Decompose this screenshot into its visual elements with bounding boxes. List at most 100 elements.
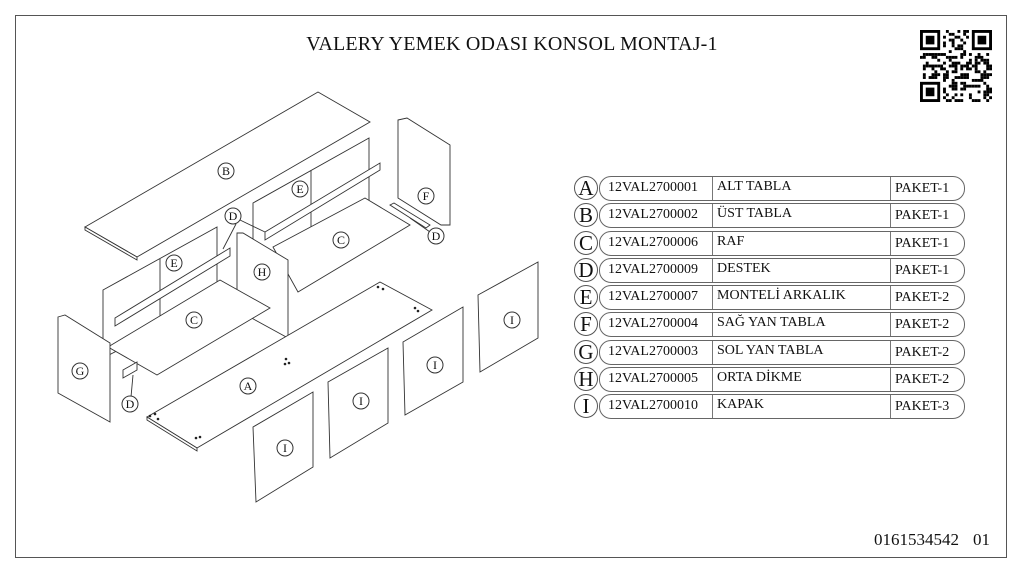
part-letter: D bbox=[574, 257, 598, 282]
callout-f: F bbox=[417, 187, 435, 205]
footer: 0161534542 01 bbox=[860, 530, 990, 550]
svg-text:I: I bbox=[510, 313, 514, 327]
part-letter: F bbox=[574, 312, 598, 337]
part-name: ORTA DİKME bbox=[712, 368, 891, 392]
part-package: PAKET-1 bbox=[890, 204, 949, 228]
callout-b: B bbox=[217, 162, 235, 180]
part-package: PAKET-2 bbox=[890, 313, 949, 337]
part-row-box: 12VAL2700001 ALT TABLA PAKET-1 bbox=[599, 176, 965, 201]
qr-code-icon bbox=[920, 30, 992, 102]
part-code: 12VAL2700005 bbox=[608, 371, 698, 387]
page-title: VALERY YEMEK ODASI KONSOL MONTAJ-1 bbox=[306, 33, 718, 55]
svg-text:D: D bbox=[432, 229, 441, 243]
callout-d-right: D bbox=[427, 227, 445, 245]
parts-list-row: F 12VAL2700004 SAĞ YAN TABLA PAKET-2 bbox=[574, 311, 968, 338]
parts-list-row: G 12VAL2700003 SOL YAN TABLA PAKET-2 bbox=[574, 339, 968, 366]
part-letter: G bbox=[574, 339, 598, 364]
part-name: DESTEK bbox=[712, 258, 891, 282]
part-package: PAKET-3 bbox=[890, 395, 949, 419]
callout-e-right: E bbox=[291, 180, 309, 198]
svg-text:I: I bbox=[433, 358, 437, 372]
part-row-box: 12VAL2700004 SAĞ YAN TABLA PAKET-2 bbox=[599, 312, 965, 338]
part-code: 12VAL2700002 bbox=[608, 207, 698, 223]
part-row-box: 12VAL2700007 MONTELİ ARKALIK PAKET-2 bbox=[599, 285, 965, 311]
part-c-shelf-left bbox=[107, 279, 271, 376]
part-letter: H bbox=[574, 367, 598, 392]
part-row-box: 12VAL2700002 ÜST TABLA PAKET-1 bbox=[599, 203, 965, 229]
svg-text:B: B bbox=[222, 164, 230, 178]
part-code: 12VAL2700006 bbox=[608, 234, 698, 250]
callout-d-top: D bbox=[224, 207, 242, 225]
svg-text:G: G bbox=[76, 364, 85, 378]
page-border bbox=[15, 15, 1007, 558]
callout-d-bottom: D bbox=[121, 395, 139, 413]
parts-list-row: C 12VAL2700006 RAF PAKET-1 bbox=[574, 230, 968, 257]
part-row-box: 12VAL2700005 ORTA DİKME PAKET-2 bbox=[599, 367, 965, 393]
svg-text:F: F bbox=[423, 189, 430, 203]
parts-list-row: B 12VAL2700002 ÜST TABLA PAKET-1 bbox=[574, 202, 968, 229]
part-e-rail-left bbox=[114, 247, 231, 327]
part-name: KAPAK bbox=[712, 395, 891, 419]
part-e-rail-right bbox=[264, 162, 381, 241]
part-letter: C bbox=[574, 230, 598, 255]
parts-list: A 12VAL2700001 ALT TABLA PAKET-1 B 12VAL… bbox=[574, 175, 968, 421]
svg-text:I: I bbox=[359, 394, 363, 408]
part-row-box: 12VAL2700010 KAPAK PAKET-3 bbox=[599, 394, 965, 420]
part-name: ÜST TABLA bbox=[712, 204, 891, 228]
part-row-box: 12VAL2700006 RAF PAKET-1 bbox=[599, 230, 965, 256]
svg-text:C: C bbox=[337, 233, 345, 247]
document-number: 0161534542 bbox=[874, 530, 959, 549]
part-name: RAF bbox=[712, 231, 891, 255]
part-code: 12VAL2700003 bbox=[608, 343, 698, 359]
parts-list-row: E 12VAL2700007 MONTELİ ARKALIK PAKET-2 bbox=[574, 284, 968, 311]
parts-list-row: D 12VAL2700009 DESTEK PAKET-1 bbox=[574, 257, 968, 284]
part-package: PAKET-1 bbox=[890, 258, 949, 282]
part-code: 12VAL2700007 bbox=[608, 289, 698, 305]
part-package: PAKET-1 bbox=[890, 231, 949, 255]
svg-text:A: A bbox=[244, 379, 253, 393]
svg-text:H: H bbox=[258, 265, 267, 279]
parts-list-row: I 12VAL2700010 KAPAK PAKET-3 bbox=[574, 393, 968, 420]
part-row-box: 12VAL2700009 DESTEK PAKET-1 bbox=[599, 257, 965, 283]
callout-i-4: I bbox=[503, 311, 521, 329]
part-package: PAKET-2 bbox=[890, 368, 949, 392]
part-letter: B bbox=[574, 203, 598, 228]
part-code: 12VAL2700004 bbox=[608, 316, 698, 332]
svg-text:E: E bbox=[296, 182, 303, 196]
parts-list-row: A 12VAL2700001 ALT TABLA PAKET-1 bbox=[574, 175, 968, 202]
callout-i-1: I bbox=[276, 439, 294, 457]
part-a-edge bbox=[146, 416, 198, 452]
part-name: ALT TABLA bbox=[712, 177, 891, 200]
page-number: 01 bbox=[973, 530, 990, 549]
part-code: 12VAL2700001 bbox=[608, 180, 698, 195]
part-b-edge bbox=[84, 226, 138, 261]
part-package: PAKET-2 bbox=[890, 340, 949, 364]
callout-c-left: C bbox=[185, 311, 203, 329]
callout-h: H bbox=[253, 263, 271, 281]
part-name: MONTELİ ARKALIK bbox=[712, 286, 891, 310]
diagram-callouts: B E E D F D C H C G D A I I I I bbox=[71, 162, 521, 457]
part-letter: E bbox=[574, 285, 598, 310]
part-name: SAĞ YAN TABLA bbox=[712, 313, 891, 337]
part-package: PAKET-1 bbox=[890, 177, 949, 200]
part-letter: I bbox=[574, 394, 598, 419]
parts-list-row: H 12VAL2700005 ORTA DİKME PAKET-2 bbox=[574, 366, 968, 393]
callout-i-2: I bbox=[352, 392, 370, 410]
svg-text:I: I bbox=[283, 441, 287, 455]
part-f-right-side bbox=[397, 117, 451, 226]
part-package: PAKET-2 bbox=[890, 286, 949, 310]
svg-text:E: E bbox=[170, 256, 177, 270]
part-row-box: 12VAL2700003 SOL YAN TABLA PAKET-2 bbox=[599, 339, 965, 365]
callout-g: G bbox=[71, 362, 89, 380]
part-code: 12VAL2700010 bbox=[608, 398, 698, 414]
callout-i-3: I bbox=[426, 356, 444, 374]
part-letter: A bbox=[574, 176, 598, 200]
svg-text:D: D bbox=[229, 209, 238, 223]
svg-text:D: D bbox=[126, 397, 135, 411]
callout-c-right: C bbox=[332, 231, 350, 249]
part-code: 12VAL2700009 bbox=[608, 261, 698, 277]
part-name: SOL YAN TABLA bbox=[712, 340, 891, 364]
callout-e-left: E bbox=[165, 254, 183, 272]
part-d-support-left bbox=[122, 361, 138, 379]
